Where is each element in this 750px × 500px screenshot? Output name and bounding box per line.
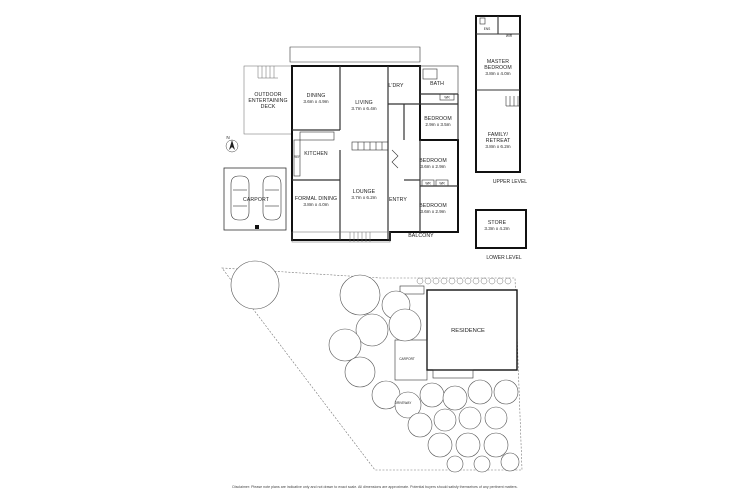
deck-steps [257,66,278,79]
carport-post [255,225,259,229]
wr-label-1: WR [425,182,431,186]
lounge-dim: 3.7m x 6.2m [351,195,376,200]
bedroom1-dim: 2.9m x 3.5m [425,122,450,127]
entry-label: ENTRY [389,197,407,203]
carport-plan: CARPORT [223,167,287,231]
upper-stairs [505,96,520,107]
family-label-1: FAMILY/ [488,132,509,138]
site-plan: RESIDENCE CARPORT DRIVEWAY [221,260,523,473]
north-compass: N [225,135,239,153]
bedroom2-dim: 3.6m x 2.9m [420,164,445,169]
bathtub [422,68,438,80]
store-dim: 3.3m x 4.2m [484,226,509,231]
upper-interior-walls [476,16,520,91]
bedroom2-label: BEDROOM [419,158,447,164]
ref-label: REF [294,155,300,159]
dining-label: DINING [307,93,326,99]
site-carport-label: CARPORT [399,357,415,361]
dining-dim: 3.6m x 4.9m [303,99,328,104]
hedge-shrubs [416,277,512,285]
master-label-2: BEDROOM [484,65,512,71]
car-1 [230,175,250,221]
residence-footprint [426,289,518,371]
interior-walls [292,66,459,240]
balcony-lower-deck [291,231,391,243]
site-trees [230,260,520,473]
master-dim: 3.8m x 4.0m [485,71,510,76]
wardrobe-b [435,179,449,187]
residence-deck [432,369,474,379]
laundry-label: L'DRY [388,83,404,89]
upper-level-plan: ENS WIR MASTER BEDROOM 3.8m x 4.0m FAMIL… [475,15,527,185]
lower-level-plan: STORE 3.3m x 4.2m LOWER LEVEL [475,209,527,261]
lower-level-label: LOWER LEVEL [486,255,522,261]
internal-stairs [351,141,399,169]
bedroom1-label: BEDROOM [424,116,452,122]
deck-label-3: DECK [261,104,276,110]
living-dim: 3.7m x 6.4m [351,106,376,111]
wr-label-2: WR [439,182,445,186]
roof-eave [289,46,421,63]
family-label-2: RETREAT [486,138,511,144]
carport-label: CARPORT [243,197,270,203]
living-label: LIVING [355,100,373,106]
kitchen-side-bench [293,139,301,177]
compass-arrow-icon [229,140,235,150]
deck-label-1: OUTDOOR [254,92,281,98]
bedroom3-dim: 3.6m x 2.9m [420,209,445,214]
formal-dining-label: FORMAL DINING [295,196,337,202]
driveway-label: DRIVEWAY [395,401,413,405]
balcony-steps [349,232,371,242]
site-shed [399,285,425,295]
bath-label: BATH [430,81,444,87]
deck-label-2: ENTERTAINING [248,98,287,104]
store-walls [475,209,527,249]
ensuite-fixture [479,17,486,25]
main-level-plan: OUTDOOR ENTERTAINING DECK DINING 3.6m x … [243,46,459,243]
wir-label: WIR [506,34,513,38]
bedroom3-label: BEDROOM [419,203,447,209]
kitchen-label: KITCHEN [304,151,328,157]
lounge-label: LOUNGE [353,189,376,195]
carport-outline [223,167,287,231]
compass-label: N [226,135,229,140]
upper-level-label: UPPER LEVEL [493,179,527,185]
residence-label: RESIDENCE [451,328,485,334]
family-dim: 3.8m x 6.2m [485,144,510,149]
wardrobe-c [439,93,455,101]
balcony-label: BALCONY [408,233,434,239]
car-2 [262,175,282,221]
upper-exterior-walls [475,15,521,173]
wr-label-3: WR [444,96,450,100]
formal-dining-dim: 3.8m x 4.0m [303,202,328,207]
site-boundary [221,267,523,471]
ens-label: ENS [484,27,491,31]
disclaimer-text: Disclaimer: Please note plans are indica… [232,485,518,489]
master-label-1: MASTER [487,59,509,65]
kitchen-bench [299,131,335,141]
bath-room [419,65,459,95]
wardrobe-a [421,179,435,187]
store-label: STORE [488,220,507,226]
